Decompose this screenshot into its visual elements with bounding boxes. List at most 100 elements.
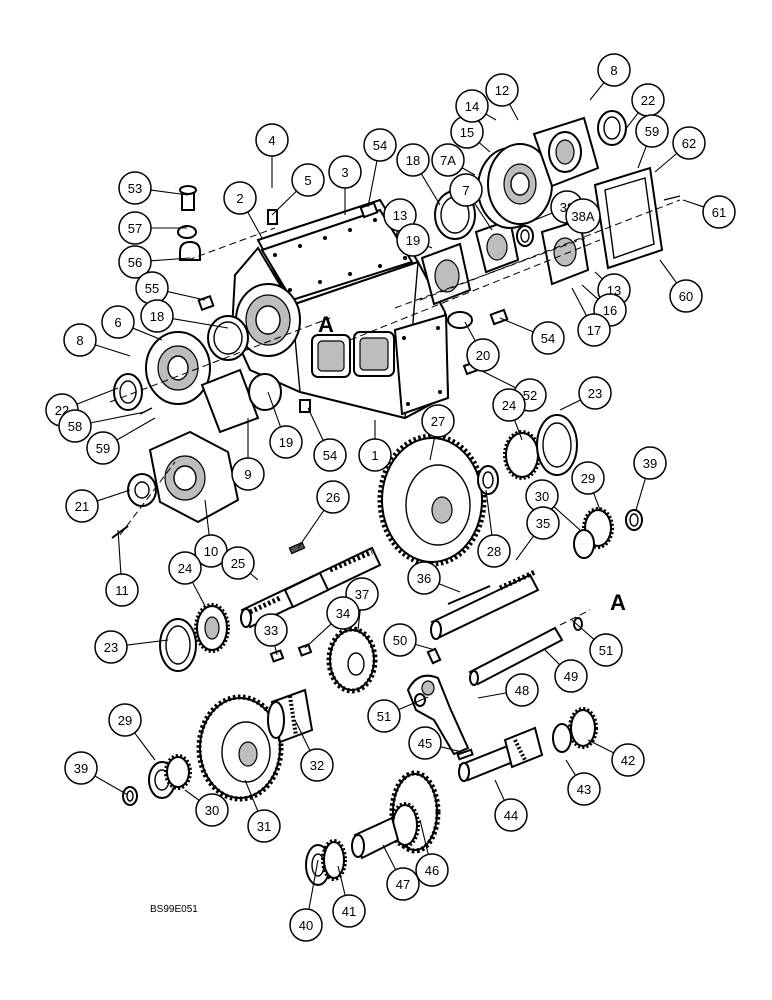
callout-label: 36 bbox=[417, 571, 431, 586]
callout-label: 44 bbox=[504, 808, 518, 823]
callout-label: 12 bbox=[495, 83, 509, 98]
callout-48: 48 bbox=[505, 673, 539, 707]
callout-30: 30 bbox=[525, 479, 559, 513]
leader-line bbox=[494, 779, 505, 801]
leader-line bbox=[514, 419, 523, 441]
shaft-44 bbox=[456, 726, 544, 782]
leader-line bbox=[116, 417, 156, 441]
callout-label: 45 bbox=[418, 736, 432, 751]
callout-label: 9 bbox=[244, 467, 251, 482]
callout-34: 34 bbox=[326, 596, 360, 630]
callout-label: 40 bbox=[299, 918, 313, 933]
leader-line bbox=[297, 509, 325, 549]
callout-label: 29 bbox=[118, 713, 132, 728]
callout-label: 24 bbox=[178, 561, 192, 576]
leader-line bbox=[117, 529, 122, 575]
left-side-parts bbox=[111, 294, 311, 539]
leader-line bbox=[553, 506, 581, 531]
leader-line bbox=[637, 145, 647, 169]
bearing-24-23-lower bbox=[159, 603, 230, 672]
callout-label: 59 bbox=[645, 124, 659, 139]
callout-label: 59 bbox=[96, 441, 110, 456]
leader-line bbox=[589, 82, 605, 101]
callout-35: 35 bbox=[526, 506, 560, 540]
callout-label: 10 bbox=[204, 544, 218, 559]
leader-line bbox=[499, 317, 534, 333]
callout-53: 53 bbox=[118, 171, 152, 205]
callout-8: 8 bbox=[597, 53, 631, 87]
callout-32: 32 bbox=[300, 748, 334, 782]
leader-line bbox=[474, 203, 493, 231]
callout-18: 18 bbox=[140, 299, 174, 333]
callout-label: 23 bbox=[104, 640, 118, 655]
leader-line bbox=[76, 387, 119, 405]
callout-23: 23 bbox=[578, 376, 612, 410]
leader-line bbox=[534, 212, 553, 221]
leader-line bbox=[593, 492, 601, 511]
callout-57: 57 bbox=[118, 211, 152, 245]
callout-27: 27 bbox=[421, 404, 455, 438]
callout-38a: 38A bbox=[565, 198, 601, 234]
callout-label: 17 bbox=[587, 323, 601, 338]
leader-line bbox=[267, 391, 282, 428]
callout-label: 56 bbox=[128, 255, 142, 270]
leader-line bbox=[559, 399, 581, 411]
leader-line bbox=[587, 739, 614, 754]
callout-label: 26 bbox=[326, 490, 340, 505]
callout-22: 22 bbox=[631, 83, 665, 117]
gear-40-41 bbox=[305, 839, 347, 886]
leader-line bbox=[134, 732, 156, 761]
leader-line bbox=[420, 173, 441, 206]
callout-49: 49 bbox=[554, 659, 588, 693]
leader-line bbox=[440, 746, 463, 753]
callout-label: 54 bbox=[323, 448, 337, 463]
callout-46: 46 bbox=[415, 853, 449, 887]
leader-line bbox=[438, 583, 461, 593]
leader-line bbox=[581, 284, 599, 300]
leader-line bbox=[659, 259, 678, 284]
leader-line bbox=[132, 327, 163, 341]
leader-line bbox=[427, 245, 433, 249]
gear-27 bbox=[377, 433, 487, 567]
callout-label: 27 bbox=[431, 414, 445, 429]
callout-label: 30 bbox=[205, 803, 219, 818]
callout-label: 31 bbox=[257, 819, 271, 834]
gear-31 bbox=[196, 694, 284, 802]
leader-line bbox=[477, 692, 507, 699]
callout-label: 18 bbox=[150, 309, 164, 324]
leader-line bbox=[249, 572, 259, 581]
callout-3: 3 bbox=[328, 155, 362, 189]
callout-26: 26 bbox=[316, 480, 350, 514]
breather-fittings bbox=[177, 185, 201, 261]
callout-label: 33 bbox=[264, 623, 278, 638]
marker-a-right: A bbox=[610, 590, 626, 615]
leader-line bbox=[565, 759, 577, 776]
shift-fork-assembly bbox=[406, 617, 583, 756]
callout-label: 60 bbox=[679, 289, 693, 304]
callout-11: 11 bbox=[105, 573, 139, 607]
callout-7: 7 bbox=[449, 173, 483, 207]
leader-line bbox=[337, 865, 346, 896]
leader-line bbox=[150, 257, 191, 262]
leader-line bbox=[395, 230, 398, 239]
callout-25: 25 bbox=[221, 546, 255, 580]
callout-label: 30 bbox=[535, 489, 549, 504]
leader-line bbox=[555, 222, 568, 229]
leader-line bbox=[398, 696, 429, 711]
leader-line bbox=[654, 152, 678, 173]
callout-label: 19 bbox=[406, 233, 420, 248]
callout-39: 39 bbox=[633, 446, 667, 480]
callout-20: 20 bbox=[466, 338, 500, 372]
callout-7a: 7A bbox=[431, 143, 465, 177]
callout-label: 47 bbox=[396, 877, 410, 892]
leader-line bbox=[571, 287, 588, 317]
callout-42: 42 bbox=[611, 743, 645, 777]
callout-label: 25 bbox=[231, 556, 245, 571]
callout-9: 9 bbox=[231, 457, 265, 491]
callout-18: 18 bbox=[396, 143, 430, 177]
callout-label: 49 bbox=[564, 669, 578, 684]
callout-label: 37 bbox=[355, 587, 369, 602]
callout-17: 17 bbox=[577, 313, 611, 347]
leader-line bbox=[485, 113, 497, 121]
callout-label: 54 bbox=[541, 331, 555, 346]
